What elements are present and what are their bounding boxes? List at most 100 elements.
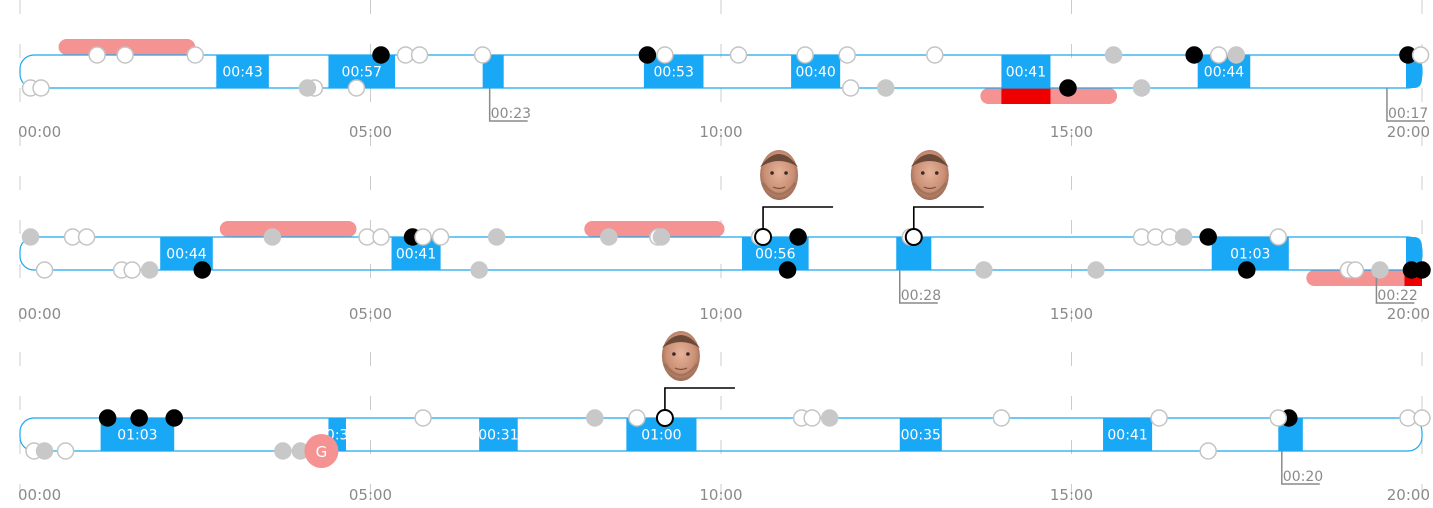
possession-label: 00:31: [478, 428, 518, 444]
eye-shape: [686, 352, 690, 356]
possession-label: 00:41: [1107, 428, 1147, 444]
shot-event-open: [347, 79, 366, 97]
possession-label: 01:03: [1230, 247, 1270, 263]
shot-event-grey: [21, 228, 40, 246]
possession-label: 00:43: [222, 65, 262, 81]
possession-label: 00:35: [901, 428, 941, 444]
shot-event-black: [1238, 261, 1256, 279]
possession-label: 00:44: [166, 247, 206, 263]
shot-event-grey: [820, 409, 839, 427]
shot-event-open: [32, 79, 50, 97]
shot-event-open: [186, 46, 204, 64]
eye-shape: [920, 171, 925, 175]
shot-event-open: [838, 46, 856, 64]
shot-event-open: [729, 46, 748, 64]
shot-event-grey: [1132, 79, 1151, 97]
possession-block: [1103, 418, 1153, 451]
highlighted-shot-event: [655, 409, 674, 427]
shot-event-open: [926, 46, 944, 64]
duration-marker-label: 00:22: [1377, 288, 1417, 304]
goal-marker-label: G: [316, 443, 328, 461]
shot-event-open: [414, 409, 432, 427]
x-tick-label: 10:00: [699, 123, 742, 141]
timeline-track: [19, 417, 1423, 452]
shot-event-open: [1269, 409, 1288, 427]
x-tick-label: 20:00: [1387, 305, 1430, 323]
duration-marker-label: 00:23: [491, 106, 531, 122]
possession-block: [899, 418, 942, 451]
eye-shape: [672, 352, 676, 356]
x-tick-label: 20:00: [1387, 486, 1430, 504]
beard-shape: [762, 182, 797, 196]
shot-event-open: [431, 228, 450, 246]
x-tick-label: 05:00: [349, 305, 392, 323]
shot-event-grey: [263, 228, 282, 246]
player-photo: [760, 150, 799, 200]
shot-event-grey: [586, 409, 604, 427]
beard-shape: [663, 363, 698, 377]
beard-shape: [912, 182, 947, 196]
x-tick-label: 10:00: [699, 486, 742, 504]
mouth-shape: [674, 367, 688, 371]
possession-block: [479, 418, 518, 451]
hair-shape: [661, 335, 700, 348]
possession-label: 00:44: [1204, 65, 1244, 81]
possession-block: [216, 55, 269, 88]
shot-event-open: [1199, 442, 1217, 460]
hair-shape: [910, 154, 949, 167]
shot-event-black: [778, 261, 797, 279]
possession-label: 00:53: [654, 65, 694, 81]
x-tick-label: 05:00: [349, 486, 392, 504]
mouth-shape: [772, 186, 786, 190]
shot-event-grey: [140, 261, 159, 279]
shot-event-grey: [274, 442, 292, 460]
shot-event-black: [1185, 46, 1203, 64]
duration-marker: [1386, 88, 1425, 122]
shot-event-open: [1209, 46, 1228, 64]
shot-event-open: [35, 261, 54, 279]
shot-event-open: [992, 409, 1011, 427]
duration-marker: [1375, 270, 1415, 304]
shot-event-grey: [1104, 46, 1123, 64]
shot-event-grey: [1371, 261, 1389, 279]
shot-event-grey: [600, 228, 618, 246]
shot-event-grey: [487, 228, 506, 246]
photo-callout-line: [762, 206, 834, 237]
photo-callout-line: [664, 387, 735, 418]
shot-event-open: [803, 409, 821, 427]
shot-event-open: [414, 228, 432, 246]
x-tick-label: 00:00: [18, 305, 61, 323]
shot-event-black: [98, 409, 117, 427]
shot-event-open: [1150, 409, 1168, 427]
shot-event-grey: [876, 79, 895, 97]
possession-label: 00:41: [396, 247, 436, 263]
shot-event-open: [473, 46, 492, 64]
timeline-track: [19, 236, 1423, 271]
shot-event-black: [1199, 228, 1217, 246]
shot-event-grey: [1087, 261, 1105, 279]
x-tick-label: 15:00: [1050, 305, 1093, 323]
shot-event-grey: [975, 261, 993, 279]
x-tick-label: 05:00: [349, 123, 392, 141]
shot-event-grey: [470, 261, 488, 279]
shot-event-open: [372, 228, 390, 246]
shot-event-black: [165, 409, 183, 427]
eye-shape: [784, 171, 788, 175]
pink-band: [219, 221, 357, 237]
duration-marker: [1281, 451, 1320, 485]
shot-event-open: [1413, 409, 1431, 427]
shot-event-open: [77, 228, 96, 246]
photo-callout-line: [912, 206, 984, 237]
possession-label: 00:41: [1006, 65, 1046, 81]
possession-label: 01:00: [641, 428, 681, 444]
possession-label: 00:56: [755, 247, 795, 263]
eye-shape: [934, 171, 939, 175]
eye-shape: [770, 171, 774, 175]
shot-event-black: [789, 228, 807, 246]
x-tick-label: 15:00: [1050, 486, 1093, 504]
shot-event-black: [372, 46, 390, 64]
player-photo: [661, 331, 700, 381]
shot-event-open: [410, 46, 429, 64]
mouth-shape: [923, 186, 937, 190]
